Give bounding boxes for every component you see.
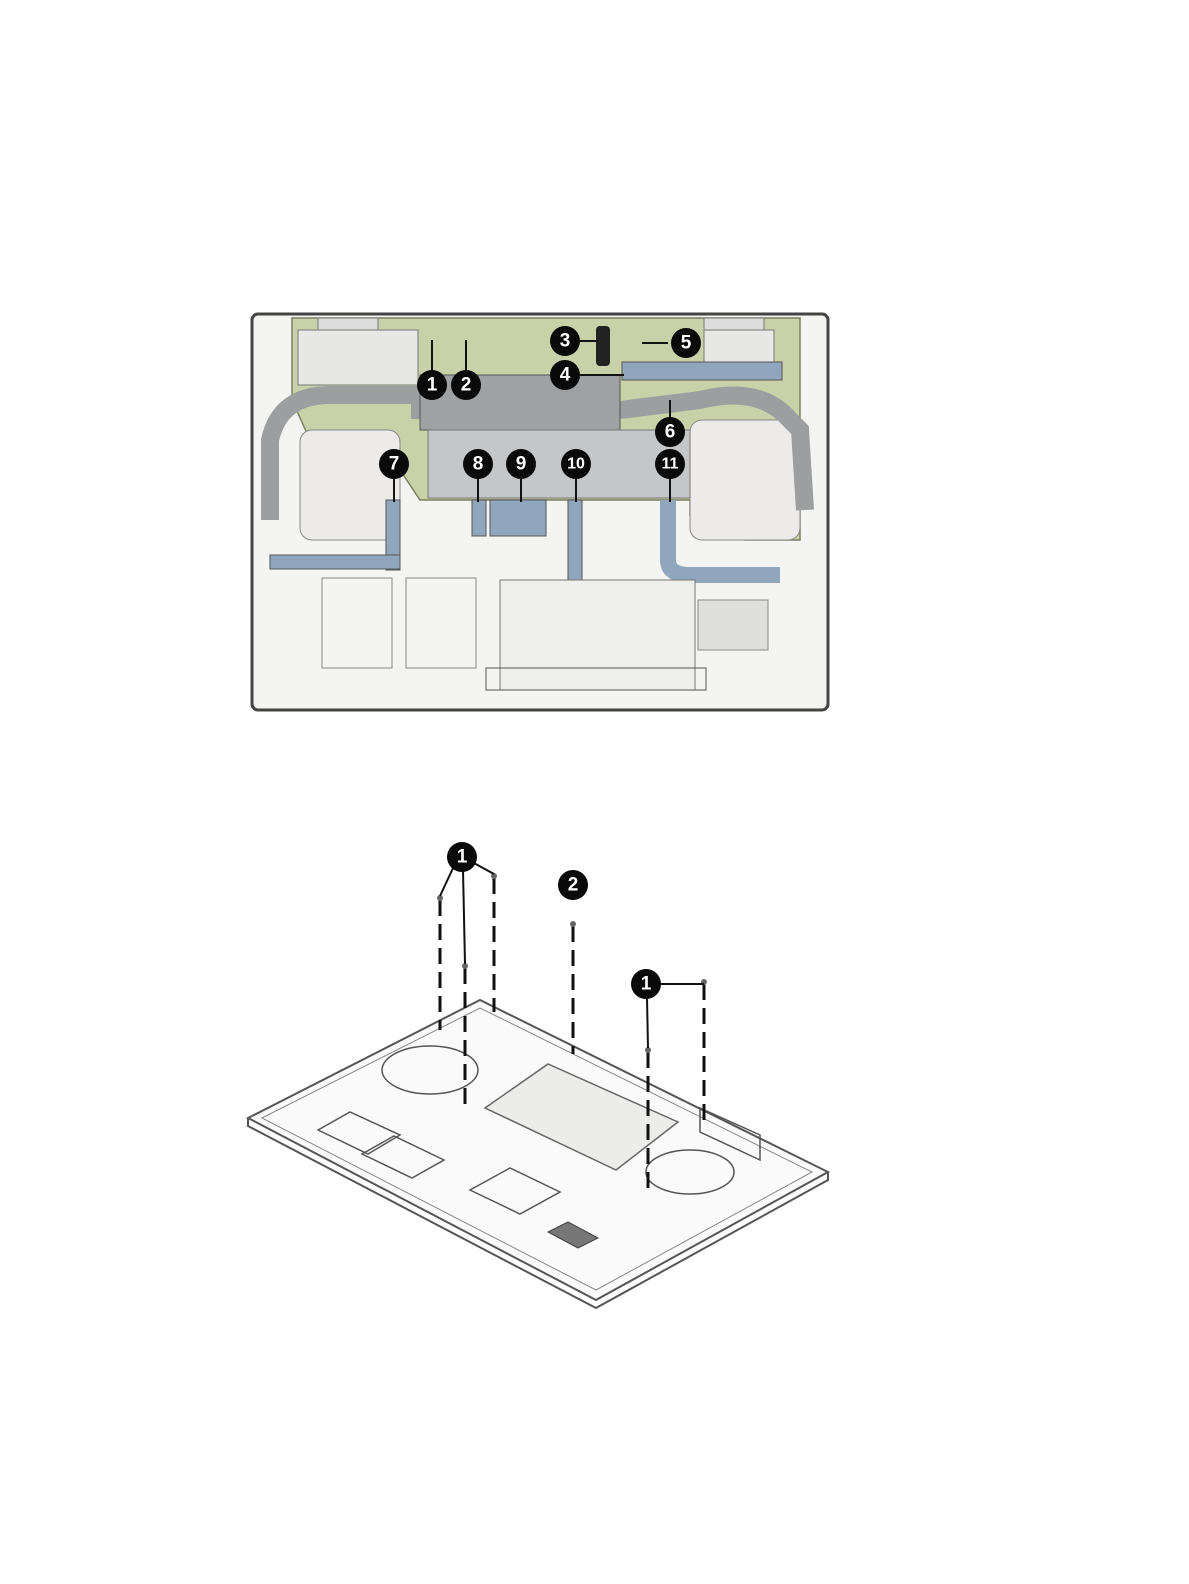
callout-1-label: 1 bbox=[427, 375, 438, 396]
cable-4 bbox=[622, 362, 782, 380]
callout-2-label: 2 bbox=[461, 375, 472, 396]
base-enclosure-isometric bbox=[248, 1000, 828, 1300]
callout-4: 4 bbox=[550, 360, 580, 390]
bottom-screw-removal-illustration: 1 2 1 bbox=[248, 842, 828, 1308]
callout-10-label: 10 bbox=[567, 456, 585, 473]
callout-11: 11 bbox=[655, 449, 685, 479]
callout-1: 1 bbox=[417, 370, 447, 400]
cable-8 bbox=[472, 500, 486, 536]
callout-9: 9 bbox=[506, 449, 536, 479]
callout-2-center-label: 2 bbox=[568, 875, 579, 896]
touchpad-bracket bbox=[500, 580, 695, 690]
callout-11-label: 11 bbox=[662, 456, 679, 473]
callout-2-center: 2 bbox=[558, 870, 588, 900]
top-cable-disconnect-illustration: 1 2 3 4 5 6 7 8 bbox=[252, 314, 828, 710]
callout-1-right-label: 1 bbox=[641, 974, 652, 995]
callout-1-left-label: 1 bbox=[457, 847, 468, 868]
cable-3 bbox=[596, 326, 610, 366]
keyboard-connector-area bbox=[698, 600, 768, 650]
cable-7-run bbox=[270, 555, 400, 569]
callout-5: 5 bbox=[671, 328, 701, 358]
callout-6: 6 bbox=[655, 417, 685, 447]
callout-7: 7 bbox=[379, 449, 409, 479]
callout-10: 10 bbox=[561, 449, 591, 479]
right-fan bbox=[690, 420, 800, 540]
left-fan bbox=[300, 430, 400, 540]
callout-9-label: 9 bbox=[516, 454, 527, 475]
left-speaker bbox=[298, 330, 418, 385]
callout-1-right: 1 bbox=[631, 969, 661, 999]
heat-sink bbox=[420, 375, 620, 430]
cable-9 bbox=[490, 500, 546, 536]
screw bbox=[570, 921, 576, 927]
callout-1-left: 1 bbox=[447, 842, 477, 872]
callout-8: 8 bbox=[463, 449, 493, 479]
callout-4-label: 4 bbox=[560, 365, 571, 386]
callout-3: 3 bbox=[550, 326, 580, 356]
callout-2: 2 bbox=[451, 370, 481, 400]
callout-6-label: 6 bbox=[665, 422, 676, 443]
callout-5-label: 5 bbox=[681, 333, 692, 354]
callout-3-label: 3 bbox=[560, 331, 571, 352]
callout-8-label: 8 bbox=[473, 454, 484, 475]
callout-7-label: 7 bbox=[389, 454, 400, 475]
